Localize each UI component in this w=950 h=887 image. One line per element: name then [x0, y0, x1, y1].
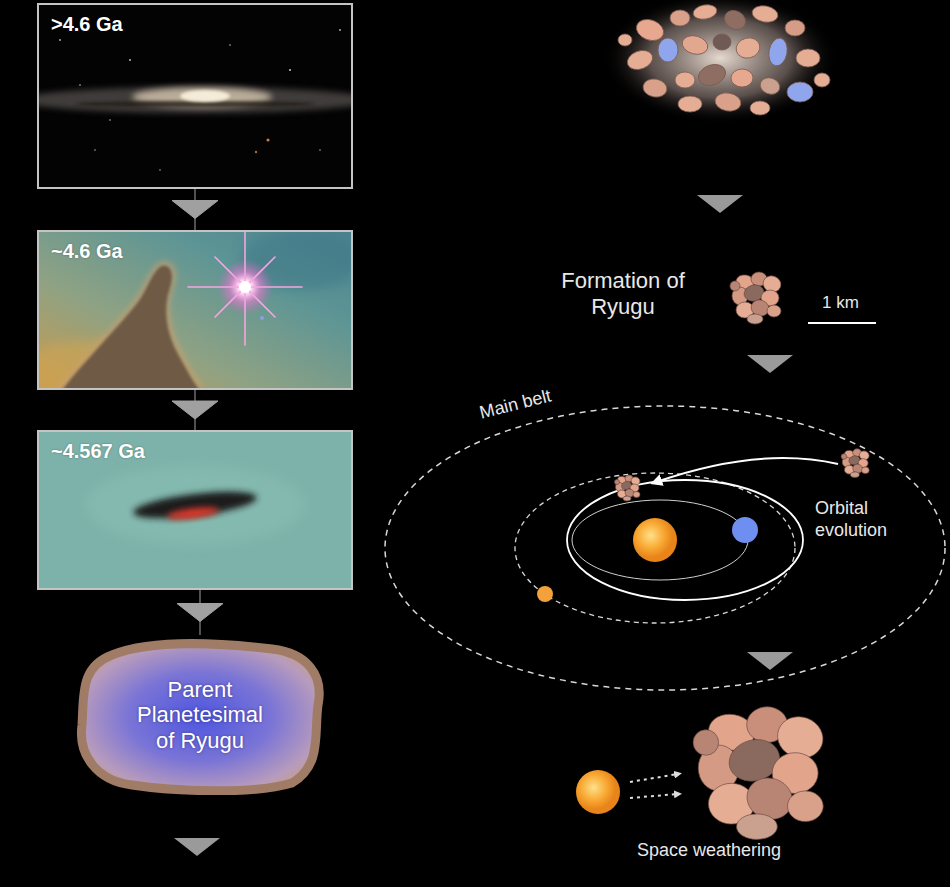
dust-cloud: [675, 72, 695, 88]
era-label: ~4.567 Ga: [39, 432, 157, 470]
orbit-diagram: [656, 458, 838, 482]
dust-cloud: [796, 49, 820, 67]
space-weathering-scene: [576, 707, 829, 840]
milky-way-image: [129, 59, 131, 61]
flow-arrow: [177, 590, 223, 635]
orbit-diagram: [385, 406, 945, 690]
milky-way-image: [75, 101, 315, 107]
orbit-diagram: [633, 518, 677, 562]
dust-cloud: [642, 77, 669, 99]
region-label: Main belt: [475, 385, 557, 425]
milky-way-image: [37, 87, 353, 113]
disk-image: [132, 487, 258, 526]
dust-cloud: [758, 75, 782, 97]
dust-cloud: [734, 35, 762, 61]
disk-image: [167, 505, 220, 521]
scale-bar: [808, 322, 876, 324]
disk-image: [37, 430, 353, 590]
nebula-image: [62, 265, 200, 390]
dust-cloud: [787, 82, 813, 102]
orbit-diagram: [537, 586, 553, 602]
dust-cloud: [814, 73, 830, 87]
nebula-image: [37, 230, 353, 390]
orbit-diagram: [385, 406, 945, 690]
flow-chevron: [747, 652, 793, 670]
dust-cloud: [678, 96, 702, 112]
orbit-diagram: [567, 480, 803, 600]
process-label: Orbital evolution: [815, 498, 907, 541]
disk-image: [132, 487, 258, 524]
dust-cloud: [785, 20, 805, 36]
nebula-image: [239, 281, 251, 293]
node-title: Parent Planetesimal of Ryugu: [125, 677, 275, 753]
nebula-image: [215, 257, 275, 317]
era-panel: ~4.567 Ga: [37, 430, 353, 590]
milky-way-image: [94, 149, 96, 151]
nebula-image: [215, 257, 275, 317]
milky-way-image: [59, 39, 61, 41]
dust-cloud: [767, 37, 790, 68]
dust-cloud: [714, 91, 743, 113]
flow-chevron: [697, 195, 743, 213]
space-weathering-scene: [693, 707, 829, 840]
space-weathering-scene: [576, 770, 620, 814]
dust-cloud: [713, 34, 731, 50]
orbit-diagram: [572, 500, 748, 580]
milky-way-image: [319, 149, 321, 151]
disk-image: [85, 465, 305, 545]
milky-way-image: [255, 151, 257, 153]
dust-cloud: [731, 69, 753, 87]
ryugu-rubble-pile: [730, 272, 783, 324]
dust-cloud: [750, 101, 770, 115]
stage-title: Space weathering: [637, 840, 781, 862]
dust-cloud: [658, 38, 678, 62]
era-panel: >4.6 Ga: [37, 3, 353, 189]
dust-cloud: [751, 4, 779, 24]
orbit-diagram: [615, 475, 642, 501]
milky-way-image: [289, 69, 291, 71]
milky-way-image: [339, 29, 341, 31]
flow-chevron: [174, 838, 220, 856]
dust-cloud: [633, 16, 666, 44]
dust-cloud: [602, 0, 838, 124]
milky-way-image: [229, 44, 231, 46]
flow-arrow: [172, 189, 218, 230]
nebula-image: [188, 230, 302, 345]
planetesimal-blob: Parent Planetesimal of Ryugu: [72, 635, 328, 795]
blob-shape: [81, 644, 319, 791]
milky-way-image: [109, 119, 111, 121]
dust-cloud: [618, 3, 830, 115]
milky-way-image: [180, 90, 230, 102]
era-label: ~4.6 Ga: [39, 232, 135, 270]
era-label: >4.6 Ga: [39, 5, 135, 43]
dust-cloud: [680, 33, 710, 57]
space-weathering-scene: [630, 794, 678, 798]
dust-cloud: [692, 3, 718, 21]
dust-cloud: [625, 47, 656, 73]
orbit-diagram: [841, 449, 870, 478]
nebula-image: [260, 316, 264, 320]
era-panel: ~4.6 Ga: [37, 230, 353, 390]
milky-way-image: [266, 138, 269, 141]
dust-cloud: [695, 61, 728, 89]
orbit-diagram: [515, 473, 795, 623]
ryugu-rubble-pile: [730, 272, 783, 324]
stage-title: Formation of Ryugu: [548, 268, 698, 321]
dust-cloud: [670, 10, 690, 26]
dust-cloud: [602, 0, 838, 124]
milky-way-image: [159, 169, 161, 171]
flow-chevron: [747, 355, 793, 373]
orbit-diagram: [732, 517, 758, 543]
dust-cloud: [618, 34, 632, 46]
nebula-image: [55, 261, 206, 390]
disk-image: [37, 430, 353, 590]
dust-cloud: [721, 7, 749, 34]
milky-way-image: [79, 84, 81, 86]
milky-way-image: [37, 3, 353, 189]
flow-arrow: [172, 390, 218, 430]
space-weathering-scene: [630, 774, 678, 782]
scale-label: 1 km: [822, 293, 859, 313]
